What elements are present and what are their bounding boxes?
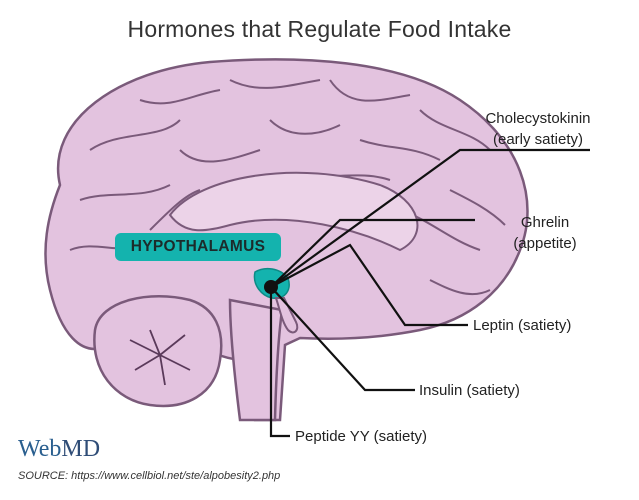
leptin-label: Leptin (satiety) [473,317,572,334]
insulin-label: Insulin (satiety) [419,382,520,399]
cholecystokinin-label: Cholecystokinin (early satiety) [462,108,614,150]
peptide-yy-label: Peptide YY (satiety) [295,428,428,445]
cerebellum-branches [129,329,191,386]
source-citation: SOURCE: https://www.cellbiol.net/ste/alp… [18,470,281,482]
cholecystokinin-effect: (early satiety) [492,131,584,148]
ghrelin-effect: (appetite) [513,235,577,252]
cholecystokinin-name: Cholecystokinin [485,110,591,127]
brain-stem [228,298,284,422]
leader-hub [264,280,278,294]
corpus-callosum [168,171,419,252]
leader-lines [269,148,590,438]
logo-md: MD [61,436,101,462]
ghrelin-label: Ghrelin (appetite) [500,212,590,254]
logo-web: Web [18,436,62,462]
webmd-logo: WebMD [18,436,100,463]
ghrelin-name: Ghrelin [520,214,570,231]
diagram-title: Hormones that Regulate Food Intake [127,16,512,42]
hypothalamus-label: HYPOTHALAMUS [115,233,281,261]
